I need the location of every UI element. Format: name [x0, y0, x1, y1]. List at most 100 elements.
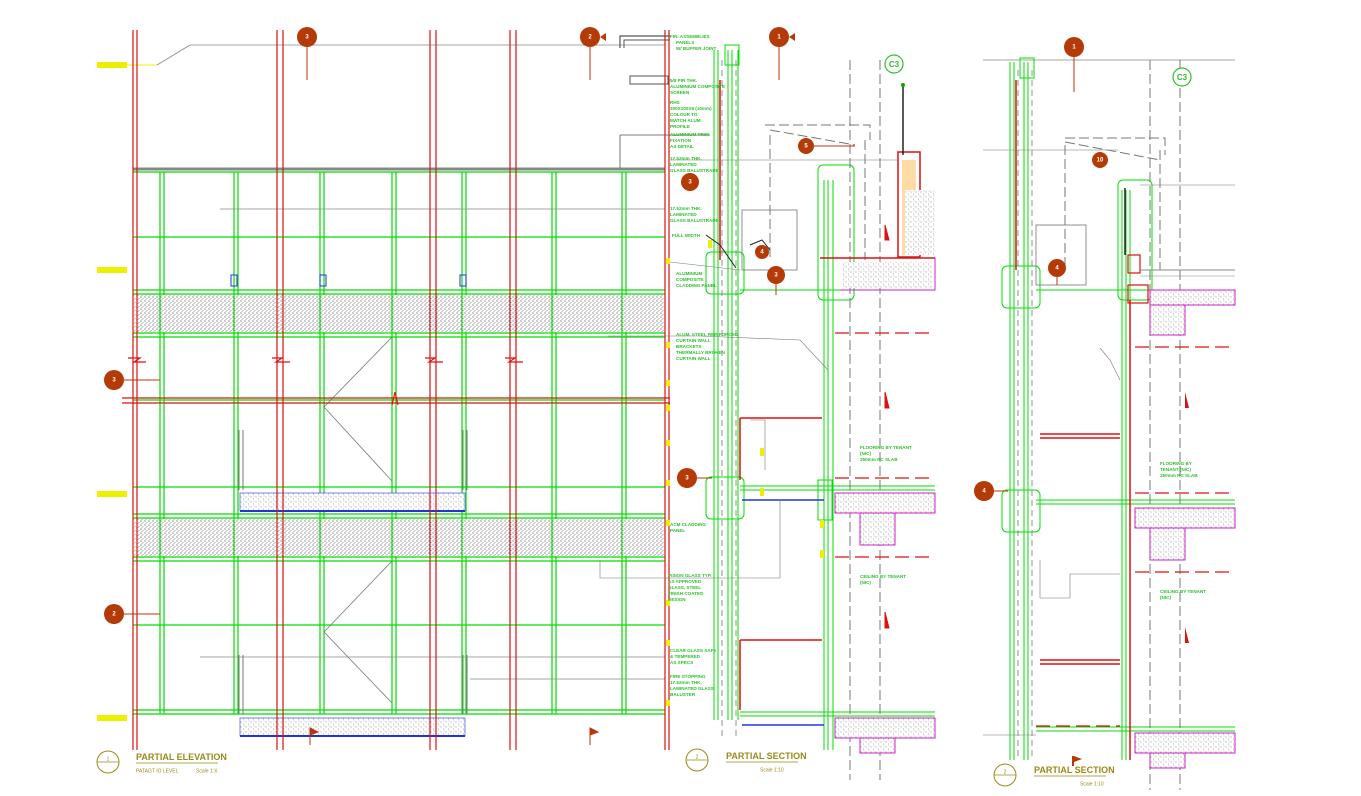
spandrel-panel — [134, 295, 664, 332]
svg-text:1: 1 — [1072, 45, 1076, 51]
svg-text:GLASS BALUSTRADE: GLASS BALUSTRADE — [670, 218, 719, 223]
section-notes: FLOORING BY TENANT (NIC) 250mm RC SLAB C… — [1160, 461, 1206, 600]
svg-text:PATAGT IO LEVEL: PATAGT IO LEVEL — [136, 768, 179, 774]
svg-text:CEILING BY TENANT: CEILING BY TENANT — [1160, 589, 1206, 594]
svg-text:4: 4 — [1055, 266, 1059, 272]
svg-text:LAMINATED: LAMINATED — [670, 162, 697, 167]
svg-text:LAMINATED: LAMINATED — [670, 212, 697, 217]
svg-text:COMPOSITE: COMPOSITE — [676, 277, 704, 282]
svg-text:3: 3 — [685, 476, 689, 482]
svg-text:& TEMPERED: & TEMPERED — [670, 654, 701, 659]
view-title: PARTIAL SECTION — [1034, 765, 1115, 775]
svg-text:C3: C3 — [889, 60, 900, 69]
svg-text:(NIC): (NIC) — [860, 451, 871, 456]
svg-text:W/ BUFFER JOINT: W/ BUFFER JOINT — [676, 46, 717, 51]
svg-text:FIRE STOPPING: FIRE STOPPING — [670, 674, 706, 679]
svg-text:1: 1 — [777, 35, 781, 41]
svg-text:FULL WIDTH: FULL WIDTH — [672, 233, 701, 238]
section-bubble: 3 — [104, 370, 160, 390]
svg-text:3: 3 — [112, 378, 116, 384]
svg-text:Scale 1:10: Scale 1:10 — [760, 767, 784, 773]
svg-text:17.52mm THK.: 17.52mm THK. — [670, 680, 702, 685]
svg-text:ALUMINIUM COMPOSITE: ALUMINIUM COMPOSITE — [670, 84, 725, 89]
svg-text:3: 3 — [774, 273, 778, 279]
svg-text:AS SPECS: AS SPECS — [670, 660, 693, 665]
svg-text:FINISH COATED: FINISH COATED — [668, 591, 704, 596]
svg-text:Scale 1:10: Scale 1:10 — [1080, 781, 1104, 787]
level-tag — [97, 267, 127, 273]
grid-mark-c3: C3 — [1172, 67, 1192, 87]
section-bubble: 3 — [681, 173, 699, 191]
svg-text:FLOORING BY: FLOORING BY — [1160, 461, 1192, 466]
svg-text:VISION GLASS TYP.: VISION GLASS TYP. — [668, 573, 712, 578]
svg-text:BALUSTER: BALUSTER — [670, 692, 696, 697]
svg-text:ALUM. STEEL REINFORCED: ALUM. STEEL REINFORCED — [676, 332, 739, 337]
svg-text:250mm RC SLAB: 250mm RC SLAB — [1160, 473, 1198, 478]
partial-section-view-a: C3 — [599, 27, 936, 780]
svg-text:3: 3 — [305, 35, 309, 41]
svg-text:2: 2 — [696, 754, 699, 760]
svg-text:FLOORING BY TENANT: FLOORING BY TENANT — [860, 445, 912, 450]
svg-text:MATCH ALUM.: MATCH ALUM. — [670, 118, 702, 123]
view-title-elevation: 1 PARTIAL ELEVATION PATAGT IO LEVEL Scal… — [96, 750, 227, 774]
section-bubble: 1 — [1064, 37, 1084, 92]
level-tag — [97, 62, 127, 68]
svg-text:GLASS, STEEL: GLASS, STEEL — [668, 585, 701, 590]
level-tag — [97, 491, 127, 497]
svg-text:AS APPROVED: AS APPROVED — [668, 579, 702, 584]
svg-text:2: 2 — [588, 35, 592, 41]
svg-text:CURTAIN WALL: CURTAIN WALL — [676, 356, 711, 361]
section-bubble: 5 — [798, 138, 855, 154]
svg-text:LAMINATED GLASS: LAMINATED GLASS — [670, 686, 714, 691]
svg-text:200X100X5 (10mm): 200X100X5 (10mm) — [670, 106, 712, 111]
section-bubble: 1 — [769, 27, 795, 80]
svg-text:3: 3 — [688, 180, 692, 186]
svg-text:PROFILE: PROFILE — [670, 124, 690, 129]
svg-text:250mm RC SLAB: 250mm RC SLAB — [860, 457, 898, 462]
floor-slab — [239, 717, 466, 737]
partial-section-view-b: C3 — [974, 37, 1236, 790]
svg-text:AS DETAIL: AS DETAIL — [670, 144, 694, 149]
svg-text:1: 1 — [107, 756, 110, 762]
svg-text:CEILING BY TENANT: CEILING BY TENANT — [860, 574, 906, 579]
section-bubble: 4 — [974, 481, 1008, 501]
svg-text:PANELS: PANELS — [676, 40, 694, 45]
svg-text:RHS: RHS — [670, 100, 680, 105]
svg-text:4: 4 — [760, 250, 764, 256]
svg-text:5/8 PIR THK.: 5/8 PIR THK. — [670, 78, 697, 83]
section-bubble: 10 — [1092, 152, 1108, 168]
svg-text:ACM CLADDING: ACM CLADDING — [670, 522, 706, 527]
view-title: PARTIAL ELEVATION — [136, 752, 227, 762]
svg-text:17.52mm THK.: 17.52mm THK. — [670, 156, 702, 161]
svg-text:THERMALLY BROKEN: THERMALLY BROKEN — [676, 350, 726, 355]
svg-text:BRACKETS: BRACKETS — [676, 344, 702, 349]
level-tag — [97, 715, 127, 721]
svg-text:CLADDING PANEL: CLADDING PANEL — [676, 283, 717, 288]
svg-text:17.52mm THK.: 17.52mm THK. — [670, 206, 702, 211]
svg-text:(NIC): (NIC) — [1160, 595, 1171, 600]
svg-text:C3: C3 — [1177, 73, 1188, 82]
svg-text:2: 2 — [1004, 769, 1007, 775]
svg-text:Scale 1:X: Scale 1:X — [196, 768, 218, 774]
svg-text:ALUMINIUM: ALUMINIUM — [676, 271, 702, 276]
view-title-section-b: 2 PARTIAL SECTION Scale 1:10 — [993, 763, 1115, 787]
view-title: PARTIAL SECTION — [726, 751, 807, 761]
section-bubble: 3 — [677, 468, 712, 488]
section-bubble: 3 — [297, 27, 317, 80]
svg-text:TENANT (NIC): TENANT (NIC) — [1160, 467, 1191, 472]
section-bubble: 2 — [580, 27, 606, 80]
svg-text:PANEL: PANEL — [670, 528, 685, 533]
svg-text:COLOUR TO: COLOUR TO — [670, 112, 698, 117]
svg-text:FIXATION: FIXATION — [670, 138, 692, 143]
grid-mark-c3: C3 — [884, 54, 904, 74]
svg-text:4: 4 — [982, 489, 986, 495]
section-notes: FIN. ASSEMBLIES PANELS W/ BUFFER JOINT 5… — [668, 34, 912, 697]
svg-text:GLASS BALUSTRADE: GLASS BALUSTRADE — [670, 168, 719, 173]
partial-elevation-view: 3 2 3 2 1 PARTIAL ELEVATION PATAGT IO LE… — [96, 27, 670, 774]
svg-text:5: 5 — [804, 144, 808, 150]
svg-text:FIN. ASSEMBLIES: FIN. ASSEMBLIES — [670, 34, 710, 39]
svg-text:10: 10 — [1097, 158, 1104, 164]
svg-text:ALUMINIUM TRIM: ALUMINIUM TRIM — [670, 132, 709, 137]
section-bubble: 4 — [1048, 259, 1066, 285]
